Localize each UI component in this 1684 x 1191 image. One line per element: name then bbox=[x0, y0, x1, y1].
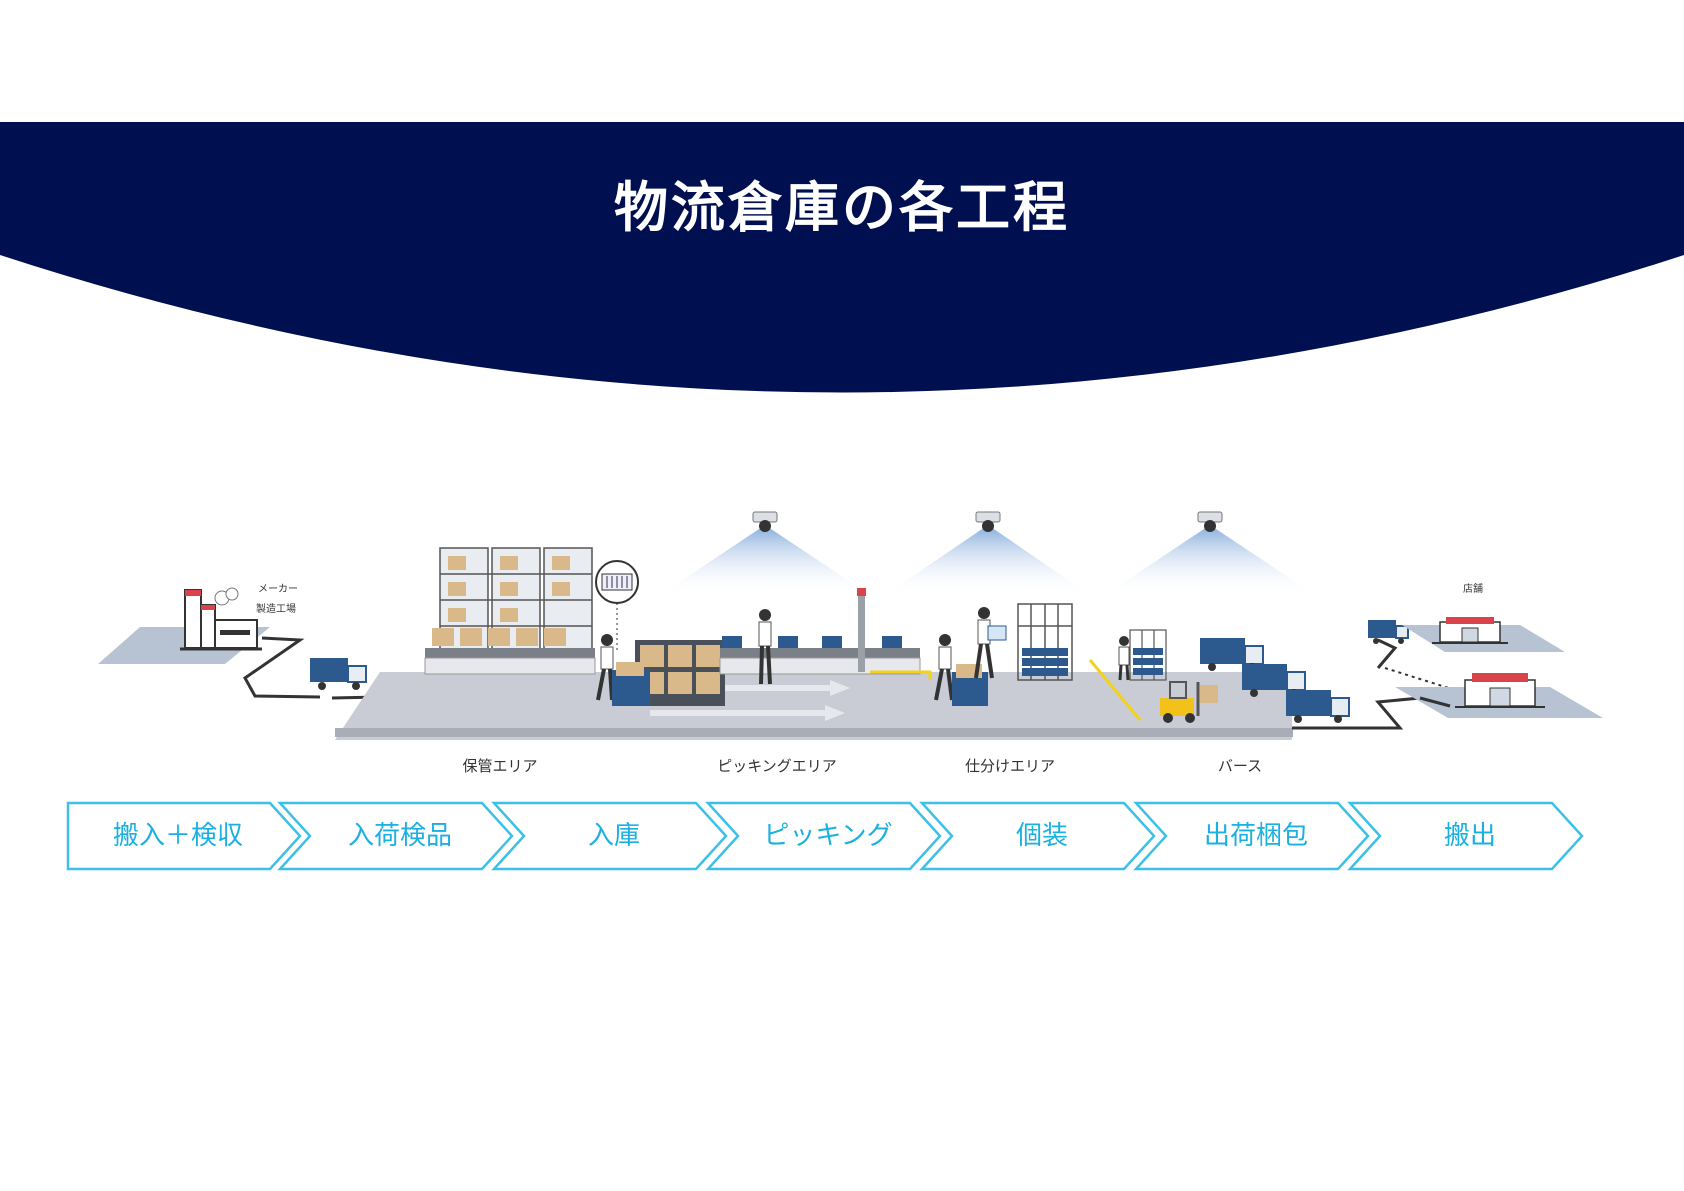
process-step-1-shape bbox=[66, 801, 302, 871]
worker-icon-1 bbox=[596, 634, 650, 706]
process-step-4: ピッキング bbox=[763, 821, 893, 851]
conveyor-storage bbox=[425, 648, 595, 658]
process-step-6-shape bbox=[1133, 801, 1370, 871]
conveyor-picking bbox=[720, 648, 920, 658]
camera-icon-3 bbox=[1197, 511, 1223, 532]
forklift-icon bbox=[1160, 681, 1218, 723]
page-title: 物流倉庫の各工程 bbox=[614, 176, 1070, 239]
cart-bins bbox=[1022, 648, 1068, 676]
truck-icon-right bbox=[1368, 620, 1409, 644]
worker-icon-5 bbox=[1118, 636, 1130, 681]
area-label-picking: ピッキングエリア bbox=[717, 757, 837, 775]
camera-icon-2 bbox=[975, 511, 1001, 532]
camera-icon-1 bbox=[752, 511, 778, 532]
camera-beam-3 bbox=[1105, 525, 1315, 595]
camera-beam-2 bbox=[885, 525, 1090, 595]
conveyor-bins bbox=[722, 636, 902, 648]
process-step-7-shape bbox=[1347, 801, 1584, 871]
floor-marking-2 bbox=[1088, 659, 1142, 721]
header-curve bbox=[0, 122, 1684, 393]
rack-boxes bbox=[432, 556, 570, 646]
floor-arrow-2 bbox=[650, 705, 845, 721]
worker-icon-2 bbox=[758, 609, 772, 685]
warehouse-floor bbox=[335, 672, 1292, 740]
process-flow bbox=[66, 801, 1584, 871]
area-label-berth: バース bbox=[1217, 757, 1263, 775]
floor-edge bbox=[335, 728, 1293, 737]
road-right bbox=[1292, 696, 1421, 730]
process-step-3: 入庫 bbox=[587, 821, 640, 851]
worker-icon-3 bbox=[934, 634, 988, 706]
process-step-6: 出荷梱包 bbox=[1203, 821, 1308, 851]
factory-icon bbox=[180, 587, 262, 651]
road-right-upper bbox=[1376, 638, 1398, 669]
process-step-3-shape bbox=[491, 801, 728, 871]
warehouse-illustration bbox=[98, 511, 1603, 740]
roll-cage-cart bbox=[1017, 603, 1073, 681]
road-left bbox=[243, 636, 321, 699]
process-step-5-shape bbox=[919, 801, 1156, 871]
header-band bbox=[0, 122, 1684, 393]
floor-arrow-1 bbox=[725, 680, 850, 696]
process-step-2-shape bbox=[277, 801, 514, 871]
store-label: 店舗 bbox=[1463, 584, 1483, 595]
store-icon-2 bbox=[1455, 673, 1545, 708]
area-label-storage: 保管エリア bbox=[462, 757, 538, 775]
factory-label-maker: メーカー bbox=[258, 584, 298, 595]
floor-marking-1 bbox=[870, 670, 932, 680]
process-step-2: 入荷検品 bbox=[347, 821, 452, 851]
process-step-4-shape bbox=[705, 801, 942, 871]
store-icon-1 bbox=[1432, 617, 1508, 644]
barcode-reader-icon bbox=[595, 560, 639, 650]
process-step-5: 個装 bbox=[1015, 821, 1068, 851]
signal-pole bbox=[858, 590, 865, 672]
worker-icon-4 bbox=[974, 607, 1007, 679]
truck-icon-left bbox=[310, 658, 367, 690]
process-step-1: 搬入＋検収 bbox=[112, 821, 243, 851]
process-step-7: 搬出 bbox=[1443, 821, 1496, 851]
picking-boxes bbox=[640, 645, 720, 694]
camera-beam-1 bbox=[660, 525, 870, 595]
factory-label-plant: 製造工場 bbox=[256, 604, 296, 615]
area-label-sorting: 仕分けエリア bbox=[964, 757, 1056, 775]
truck-icon-dock-3 bbox=[1286, 690, 1350, 723]
